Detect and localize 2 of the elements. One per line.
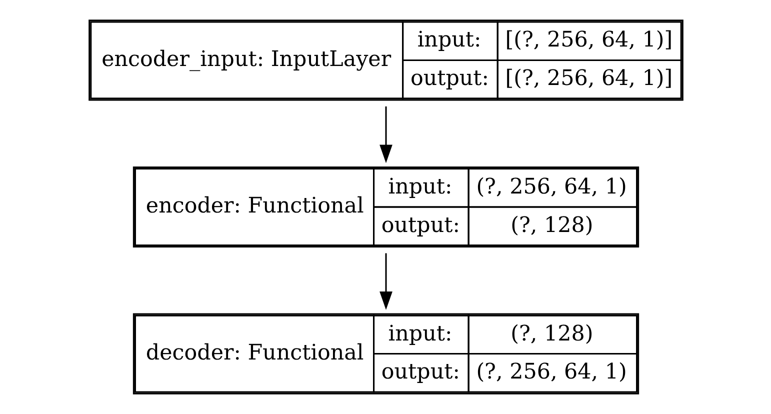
arrow [379,106,392,164]
arrow [379,253,392,310]
